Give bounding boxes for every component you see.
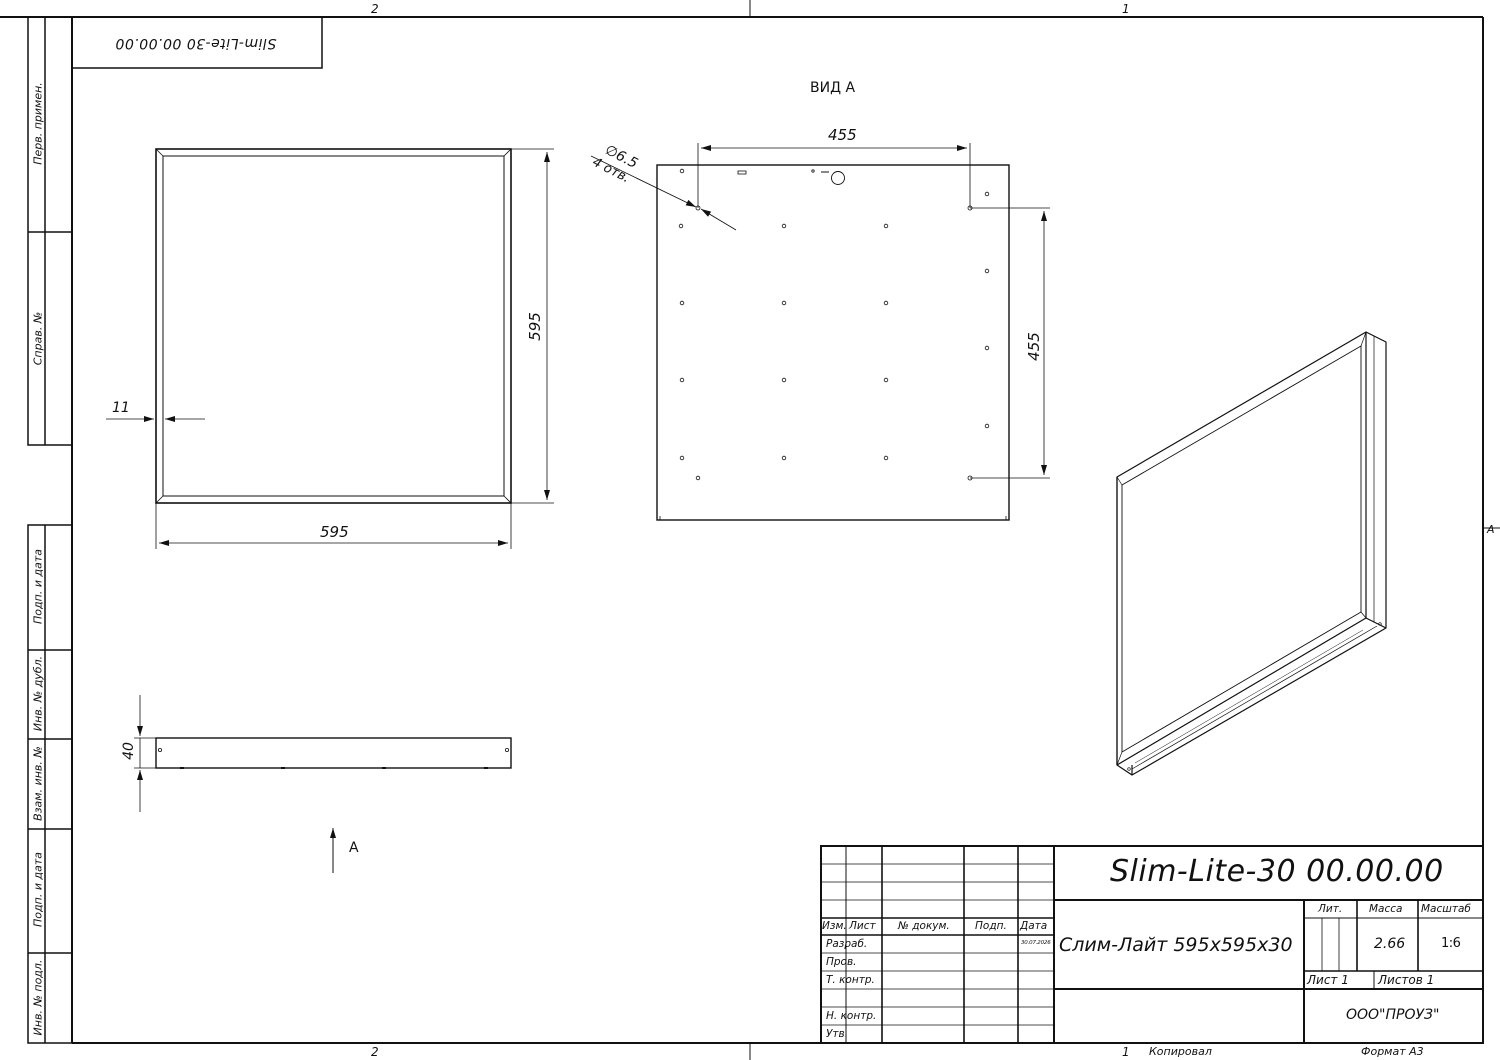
- row-tkontr: Т. контр.: [826, 974, 875, 986]
- title-block-frame: [820, 845, 1484, 1044]
- back-view-dimensions: [590, 143, 1050, 479]
- footer-format: Формат А3: [1361, 1045, 1424, 1058]
- hole: [695, 475, 701, 481]
- dim-front-width: 595: [320, 523, 349, 541]
- side-label-perv-primen: Перв. примен.: [31, 82, 45, 165]
- hole: [679, 455, 685, 461]
- zone-label-top-right: 1: [1122, 2, 1130, 16]
- row-nkontr: Н. контр.: [826, 1010, 877, 1022]
- mirror-stamp-box: [71, 16, 323, 69]
- dim-side-thickness: 40: [120, 742, 137, 760]
- col-podp: Подп.: [975, 920, 1007, 932]
- side-label-inv-podl: Инв. № подл.: [31, 959, 45, 1036]
- company-name: ООО"ПРОУЗ": [1346, 1007, 1440, 1023]
- mirror-stamp-text: Slim-Lite-30 00.00.00: [115, 35, 277, 51]
- side-label-podp-data-1: Подп. и дата: [31, 549, 45, 624]
- front-view: [155, 148, 512, 504]
- isometric-view: [1116, 331, 1387, 776]
- lit-label: Лит.: [1318, 903, 1343, 915]
- dim-front-height: 595: [525, 312, 544, 341]
- hole: [679, 300, 685, 306]
- hole: [679, 168, 685, 174]
- side-label-vzam-inv: Взам. инв. №: [31, 746, 45, 821]
- sheets-label: Листов 1: [1378, 973, 1435, 987]
- mass-value: 2.66: [1374, 936, 1406, 952]
- side-view: [155, 737, 512, 769]
- hole: [679, 377, 685, 383]
- dim-front-frame: 11: [112, 400, 130, 416]
- razrab-date: 30.07.2026: [1021, 940, 1051, 946]
- col-doc: № докум.: [898, 920, 950, 932]
- hole: [678, 223, 684, 229]
- side-label-podp-data-2: Подп. и дата: [31, 852, 45, 927]
- col-data: Дата: [1020, 920, 1048, 932]
- hole: [883, 223, 889, 229]
- dim-back-holes-y: 455: [1024, 332, 1043, 361]
- row-razrab: Разраб.: [826, 938, 868, 950]
- zone-label-bottom-left: 2: [371, 1045, 379, 1059]
- side-label-sprav-no: Справ. №: [31, 311, 45, 366]
- col-list: Лист: [849, 920, 876, 932]
- hole: [781, 223, 787, 229]
- hole: [781, 455, 787, 461]
- back-view: [656, 164, 1010, 521]
- hole: [984, 191, 990, 197]
- hole: [883, 455, 889, 461]
- back-view-title: ВИД А: [810, 80, 856, 96]
- row-prov: Пров.: [826, 956, 857, 968]
- scale-value: 1:6: [1441, 936, 1461, 951]
- hole: [883, 377, 889, 383]
- row-utv: Утв.: [826, 1028, 849, 1040]
- side-columns-frame: [27, 16, 73, 1044]
- hole: [883, 300, 889, 306]
- side-view-dimensions: [134, 695, 156, 812]
- footer-copied: Копировал: [1149, 1045, 1212, 1058]
- hole: [984, 423, 990, 429]
- hole: [984, 345, 990, 351]
- view-arrow-label: А: [349, 840, 359, 856]
- zone-label-right: А: [1487, 523, 1495, 536]
- sheet-label: Лист 1: [1307, 973, 1349, 987]
- zone-label-bottom-right: 1: [1122, 1045, 1130, 1059]
- hole: [781, 377, 787, 383]
- side-label-inv-dubl: Инв. № дубл.: [31, 655, 45, 732]
- drawing-designation: Slim-Lite-30 00.00.00: [1110, 854, 1444, 889]
- drawing-name: Слим-Лайт 595х595х30: [1059, 934, 1293, 956]
- col-izm: Изм.: [822, 920, 847, 932]
- scale-label: Масштаб: [1421, 903, 1471, 915]
- mounting-holes: [678, 168, 990, 481]
- hole: [984, 268, 990, 274]
- hole: [781, 300, 787, 306]
- mass-label: Масса: [1369, 903, 1403, 915]
- dim-back-holes-x: 455: [828, 126, 857, 144]
- front-view-dimensions: [106, 148, 554, 549]
- zone-label-top-left: 2: [371, 2, 379, 16]
